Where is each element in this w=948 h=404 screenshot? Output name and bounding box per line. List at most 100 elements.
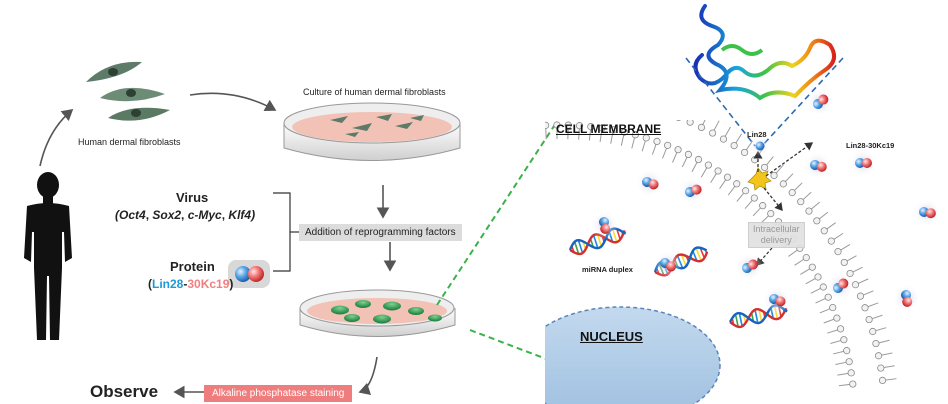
- fusion-protein-molecule: [806, 88, 835, 117]
- lipid-molecule: [736, 187, 750, 202]
- lipid-molecule: [819, 303, 837, 314]
- lipid-molecule: [840, 255, 857, 267]
- protein-molecules: [590, 88, 941, 315]
- fusion-protein-molecule: [849, 149, 877, 177]
- lipid-molecule: [805, 201, 821, 215]
- gene-sox2: Sox2: [152, 208, 182, 222]
- intracellular-text: Intracellular: [753, 224, 800, 234]
- lipid-molecule: [710, 167, 722, 184]
- lipid-molecule: [856, 290, 874, 300]
- lin28-30kc19-label: Lin28-30Kc19: [846, 141, 895, 150]
- lin28-label: Lin28: [747, 130, 767, 139]
- lin28-text: Lin28: [152, 277, 184, 291]
- lipid-molecule: [872, 339, 890, 348]
- arrow-fibroblast-to-culture: [189, 92, 277, 111]
- stained-dish-icon: [299, 289, 456, 337]
- lipid-molecule: [564, 121, 572, 140]
- lipid-molecule: [846, 266, 863, 278]
- lin28-molecule: [750, 136, 770, 156]
- lipid-molecule: [528, 82, 534, 99]
- gene-oct4: Oct4: [119, 208, 146, 222]
- fusion-protein-molecule: [892, 283, 921, 312]
- lipid-molecule: [869, 327, 887, 336]
- arrow-to-delivery: [763, 187, 783, 212]
- delivery-text: delivery: [760, 235, 792, 245]
- lipid-molecule: [794, 254, 810, 266]
- lipid-molecule: [805, 273, 822, 285]
- culture-dish-icon: [283, 102, 461, 161]
- fusion-protein-molecule: [653, 250, 682, 279]
- factors-bracket: [273, 192, 291, 272]
- lipid-molecule: [615, 87, 621, 104]
- lipid-molecule: [531, 123, 537, 140]
- lipid-molecule: [676, 120, 682, 122]
- lipid-molecule: [620, 128, 628, 146]
- lipid-molecule: [744, 194, 758, 209]
- lipid-molecule: [820, 222, 836, 235]
- lipid-molecule: [681, 150, 692, 168]
- lipid-molecule: [830, 336, 848, 344]
- lipid-molecule: [641, 134, 650, 152]
- arrow-dish-to-staining: [358, 356, 378, 396]
- protein-ribbon-icon: [693, 4, 836, 101]
- zoom-line-bottom: [469, 329, 571, 369]
- fusion-protein-molecule: [678, 176, 707, 205]
- lipid-molecule: [861, 302, 879, 312]
- fusion-protein-molecule: [803, 151, 832, 180]
- protein-line: (Lin28-30Kc19): [148, 277, 234, 291]
- lipid-molecule: [835, 358, 853, 366]
- human-silhouette-icon: [24, 172, 72, 340]
- lipid-molecule: [686, 120, 694, 126]
- lipid-molecule: [545, 121, 550, 140]
- fusion-protein-molecule: [590, 210, 619, 239]
- lipid-molecule: [651, 137, 661, 155]
- lipid-molecule: [609, 126, 617, 144]
- lipid-molecule: [770, 164, 784, 180]
- lipid-molecule: [631, 131, 639, 149]
- lipid-molecule: [874, 352, 893, 360]
- cell-membrane-title: CELL MEMBRANE: [556, 122, 662, 136]
- virus-genes: (Oct4, Sox2, c-Myc, Klf4): [115, 208, 256, 222]
- observe-label: Observe: [90, 382, 159, 401]
- lipid-molecule: [628, 89, 634, 106]
- lipid-molecule: [566, 81, 572, 98]
- lipid-molecule: [810, 283, 827, 294]
- lipid-molecule: [823, 314, 841, 324]
- lipid-molecule: [603, 84, 609, 101]
- mirna-duplex-label: miRNA duplex: [582, 265, 633, 274]
- lipid-molecule: [788, 182, 803, 197]
- fusion-protein-molecule: [635, 169, 664, 198]
- lipid-molecule: [652, 96, 659, 113]
- lipid-molecule: [837, 369, 855, 377]
- lipid-molecule: [730, 133, 743, 150]
- lipid-molecule: [834, 243, 851, 256]
- kc19-text: 30Kc19: [187, 277, 230, 291]
- protein-title: Protein: [170, 259, 215, 274]
- lipid-molecule: [797, 191, 812, 206]
- lipid-molecule: [691, 155, 703, 173]
- lipid-molecule: [700, 161, 712, 178]
- lipid-molecule: [800, 263, 816, 275]
- lipid-molecule: [708, 120, 720, 137]
- gene-cmyc: c-Myc: [187, 208, 222, 222]
- cell-membrane-panel: [528, 81, 897, 404]
- virus-title: Virus: [176, 190, 209, 205]
- lipid-molecule: [640, 92, 647, 109]
- fusion-protein-molecule: [826, 272, 855, 301]
- lipid-molecule: [553, 121, 561, 140]
- lipid-molecule: [827, 232, 844, 245]
- lipid-molecule: [877, 364, 895, 372]
- lipid-molecule: [838, 380, 857, 388]
- lipid-molecule: [827, 325, 845, 334]
- lipid-molecule: [760, 209, 775, 224]
- lipid-molecule: [578, 82, 584, 99]
- nucleus-title: NUCLEUS: [580, 329, 643, 344]
- lipid-molecule: [833, 347, 851, 355]
- lipid-molecule: [591, 83, 597, 100]
- lipid-molecule: [752, 202, 767, 217]
- lipid-molecule: [575, 122, 584, 140]
- arrow-to-fusion-outside: [765, 142, 814, 177]
- fibroblast-cells-icon: [86, 61, 170, 121]
- lipid-molecule: [587, 123, 595, 141]
